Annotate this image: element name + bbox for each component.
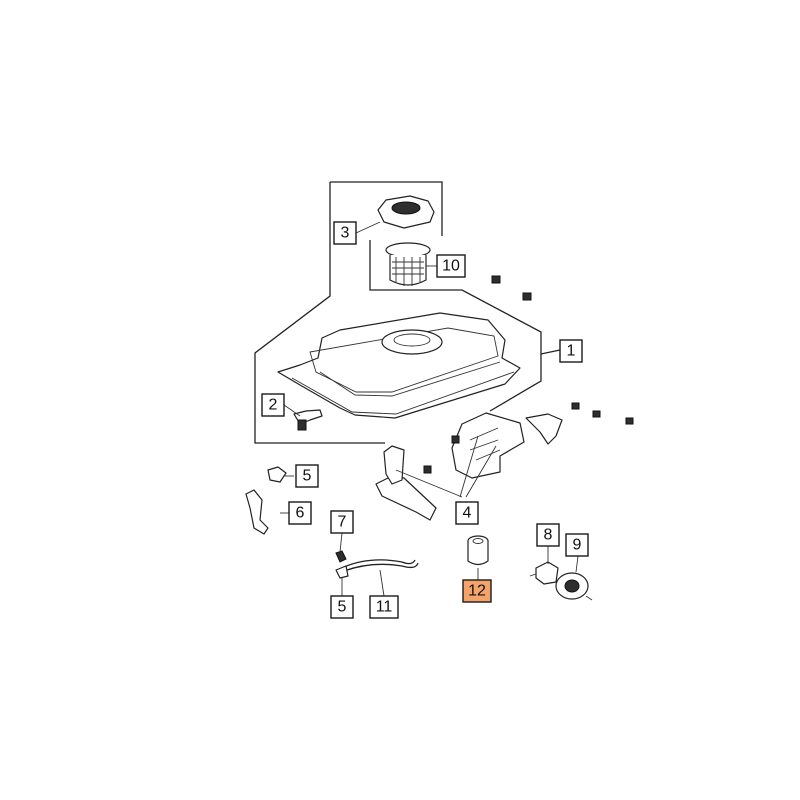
- callout-8-label: 8: [544, 527, 553, 544]
- callout-5-lower: 5: [330, 595, 354, 619]
- callout-7-label: 7: [338, 514, 347, 531]
- callout-1: 1: [559, 339, 583, 363]
- callout-3-label: 3: [341, 225, 350, 242]
- callout-1-label: 1: [567, 343, 576, 360]
- bushing: [467, 535, 489, 566]
- fuel-valve: [293, 409, 323, 431]
- callout-5-upper-label: 5: [303, 468, 312, 485]
- callout-8: 8: [536, 523, 560, 547]
- callout-3: 3: [333, 221, 357, 245]
- callout-2-label: 2: [269, 397, 278, 414]
- fuel-hose: [245, 489, 269, 535]
- callout-10-label: 10: [442, 258, 460, 275]
- callout-5-upper: 5: [295, 464, 319, 488]
- hose-clamp-upper: [267, 466, 287, 483]
- fuel-strainer: [385, 242, 431, 286]
- callout-9: 9: [565, 533, 589, 557]
- tank-assembly-bracket: [254, 181, 561, 444]
- callout-11-label: 11: [376, 599, 393, 616]
- callout-12: 12: [462, 579, 492, 603]
- callout-2: 2: [261, 393, 285, 417]
- callout-6-label: 6: [296, 505, 305, 522]
- fuel-cap: [377, 195, 435, 229]
- callout-6: 6: [288, 501, 312, 525]
- fuel-gauge-parts: [529, 561, 593, 601]
- tank-mounting-brackets: [375, 412, 563, 521]
- fuel-tank: [277, 312, 521, 419]
- callout-10: 10: [436, 254, 466, 278]
- leader-lines: [280, 221, 579, 597]
- callout-12-label: 12: [468, 583, 486, 600]
- callout-4: 4: [455, 501, 479, 525]
- fuel-line: [335, 559, 419, 579]
- callout-11: 11: [369, 595, 399, 619]
- callout-5-lower-label: 5: [338, 599, 347, 616]
- callout-9-label: 9: [573, 537, 582, 554]
- bolts-top: [491, 275, 634, 425]
- callout-7: 7: [330, 510, 354, 534]
- clamp-7: [335, 550, 347, 563]
- callout-4-label: 4: [463, 505, 472, 522]
